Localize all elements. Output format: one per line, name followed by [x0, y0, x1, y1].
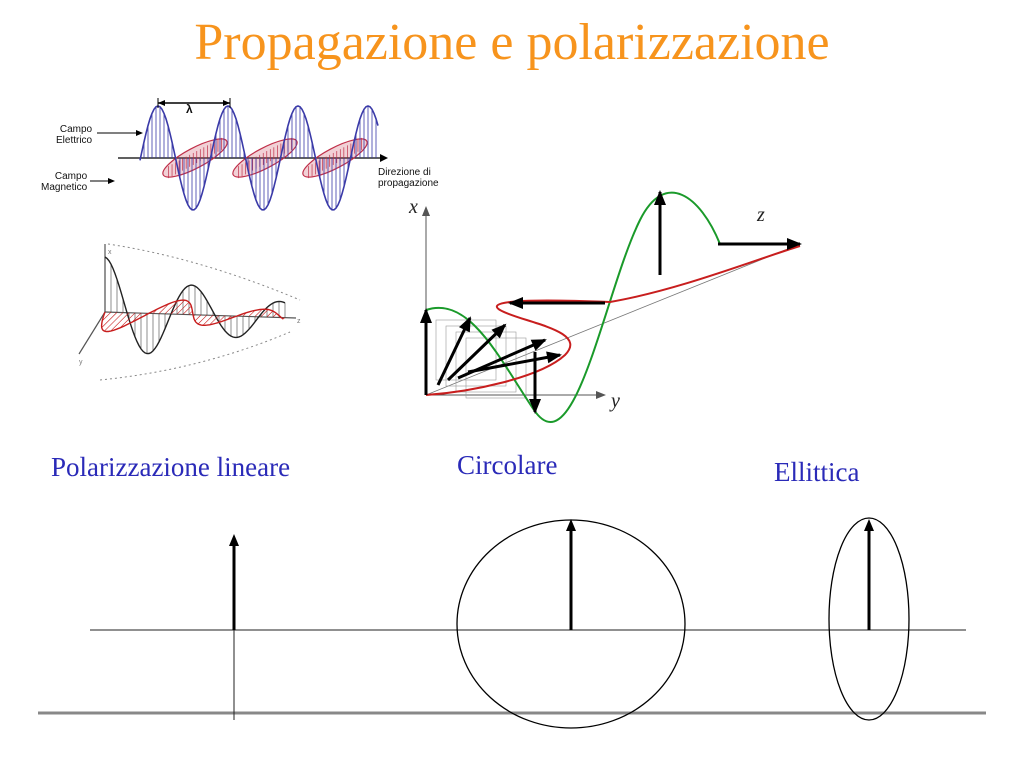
green-wave: [425, 191, 721, 423]
damped-axis-y: [78, 311, 106, 355]
linear-vector-head: [229, 534, 239, 546]
axis-x-label: x: [409, 196, 418, 218]
electric-wave: [139, 105, 379, 211]
damped-x-label: x: [108, 249, 112, 256]
vector-9-head: [787, 238, 802, 250]
vector-8-head: [654, 190, 666, 205]
elliptical-polarization-label: Ellittica: [774, 457, 860, 487]
page-title: Propagazione e polarizzazione: [194, 14, 830, 71]
em-wave-drawing: [118, 105, 388, 211]
vector-4-head: [530, 339, 547, 351]
vector-6-head: [529, 399, 541, 414]
circular-vector-head: [566, 519, 576, 531]
vector-3-head: [491, 323, 507, 339]
axis-z: [425, 247, 791, 396]
axis-z-label: z: [757, 204, 765, 226]
red-wave: [425, 245, 801, 396]
damped-electric-wave: [104, 256, 286, 355]
wavelength-arrow-right: [223, 100, 230, 106]
linear-polarization-label: Polarizzazione lineare: [51, 452, 291, 482]
vector-3: [446, 323, 507, 382]
elliptical-ellipse: [828, 517, 910, 721]
circular-polarization-label: Circolare: [457, 450, 558, 480]
damped-z-label: z: [297, 318, 301, 325]
vector-5-head: [546, 351, 562, 364]
vector-2-head: [458, 316, 471, 333]
elliptical-vector-head: [864, 519, 874, 531]
circular-3d-drawing: [420, 190, 802, 423]
damped-y-label: y: [79, 359, 83, 366]
vector-7-head: [508, 297, 523, 309]
wavelength-arrow-left: [158, 100, 165, 106]
damped-wave-drawing: [78, 243, 301, 381]
axis-y-label: y: [611, 390, 620, 412]
damped-magnetic-wave: [100, 299, 284, 333]
wavelength-label: λ: [186, 102, 193, 116]
vector-5: [467, 353, 561, 374]
vector-1-head: [420, 308, 432, 323]
